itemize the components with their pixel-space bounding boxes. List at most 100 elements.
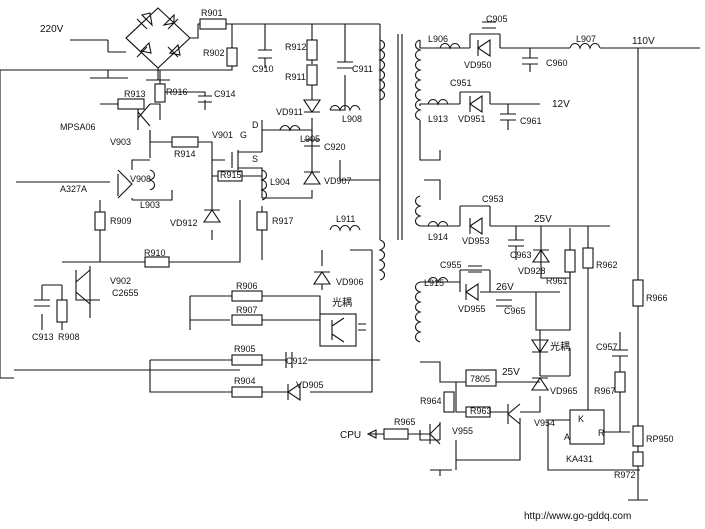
label-gate: G [240,130,247,140]
label-cpu: CPU [340,430,361,441]
optocoupler-primary [319,313,357,347]
label-v902: V902 [110,276,131,286]
resistor-r972 [632,451,644,467]
label-r916: R916 [166,87,188,97]
label-c912: C912 [286,356,308,366]
resistor-r967 [614,371,626,393]
label-r963: R963 [470,406,492,416]
label-25v-b: 25V [502,367,520,378]
regulator-7805 [465,369,497,387]
secondary-wiring [370,33,700,500]
label-r912: R912 [285,42,307,52]
label-vd906: VD906 [336,277,364,287]
label-a327a: A327A [60,184,87,194]
resistor-r904 [231,386,263,398]
resistor-r909 [94,211,106,231]
label-c911: C911 [352,64,373,74]
label-c965: C965 [504,306,526,316]
label-r913: R913 [124,89,146,99]
label-vd912: VD912 [170,218,198,228]
label-watermark: http://www.go-gddq.com [524,511,631,522]
resistor-r908 [56,299,68,323]
resistor-r917 [256,211,268,231]
label-r905: R905 [234,344,256,354]
label-r967: R967 [594,386,616,396]
resistor-r966 [632,279,644,307]
label-optocoupler-primary: 光耦 [332,296,352,309]
label-r915: R915 [220,170,242,180]
resistor-r902 [226,47,238,67]
label-l907: L907 [576,34,596,44]
label-vd911: VD911 [276,107,303,117]
resistor-r965 [383,428,409,440]
resistor-r963 [465,406,491,418]
resistor-r912 [306,39,318,61]
label-source: S [252,154,258,164]
label-v954: V954 [534,418,555,428]
labels: 220V R901 R902 R912 R911 C910 C911 R913 … [32,8,674,522]
label-pin-a: A [564,432,570,442]
label-c914: C914 [214,89,236,99]
label-c961: C961 [520,116,542,126]
label-drain: D [252,120,259,130]
label-l905: L905 [300,134,320,144]
resistor-r962 [582,247,594,269]
label-c955: C955 [440,260,462,270]
label-l915: L915 [424,278,444,288]
resistor-r910 [144,256,170,268]
label-v901: V901 [212,130,233,140]
label-l903: L903 [140,200,160,210]
label-rp950: RP950 [646,434,674,444]
label-r909: R909 [110,216,132,226]
label-r964: R964 [420,396,442,406]
resistor-r961 [564,249,576,273]
label-r914: R914 [174,149,196,159]
label-r917: R917 [272,216,294,226]
label-r962: R962 [596,260,618,270]
label-pin-k: K [578,414,584,424]
label-c2655: C2655 [112,288,139,298]
label-vd907: VD907 [324,176,352,186]
resistor-r906 [231,290,263,302]
resistor-r907 [231,314,263,326]
resistor-r911 [306,64,318,86]
label-r911: R911 [285,72,306,82]
label-l906: L906 [428,34,448,44]
resistor-r964 [443,391,455,413]
resistor-r915 [217,170,243,182]
label-ac-input: 220V [40,24,64,35]
label-110v: 110V [632,36,655,47]
label-vd965: VD965 [550,386,578,396]
resistor-r913 [117,98,145,110]
secondary-components [366,21,648,501]
label-ka431: KA431 [566,454,593,464]
label-l904: L904 [270,177,290,187]
label-vd951: VD951 [458,114,486,124]
label-vd905: VD905 [296,380,324,390]
label-mpsa06: MPSA06 [60,122,96,132]
label-v903: V903 [110,137,131,147]
label-c957: C957 [596,342,618,352]
label-l908: L908 [342,114,362,124]
label-c920: C920 [324,142,346,152]
label-r961: R961 [546,276,568,286]
label-c910: C910 [252,64,274,74]
resistor-r901 [199,18,227,30]
label-r902: R902 [203,48,225,58]
label-7805: 7805 [470,374,490,384]
label-r966: R966 [646,293,668,303]
label-l913: L913 [428,114,448,124]
label-r901: R901 [201,8,223,18]
label-c960: C960 [546,58,568,68]
label-l911: L911 [336,214,355,224]
primary-components [34,12,403,402]
label-c953: C953 [482,194,504,204]
label-r904: R904 [234,376,256,386]
label-c905: C905 [486,14,508,24]
label-pin-r: R [598,428,605,438]
label-r908: R908 [58,332,80,342]
label-12v: 12V [552,99,570,110]
label-vd953: VD953 [462,236,490,246]
label-r972: R972 [614,470,636,480]
